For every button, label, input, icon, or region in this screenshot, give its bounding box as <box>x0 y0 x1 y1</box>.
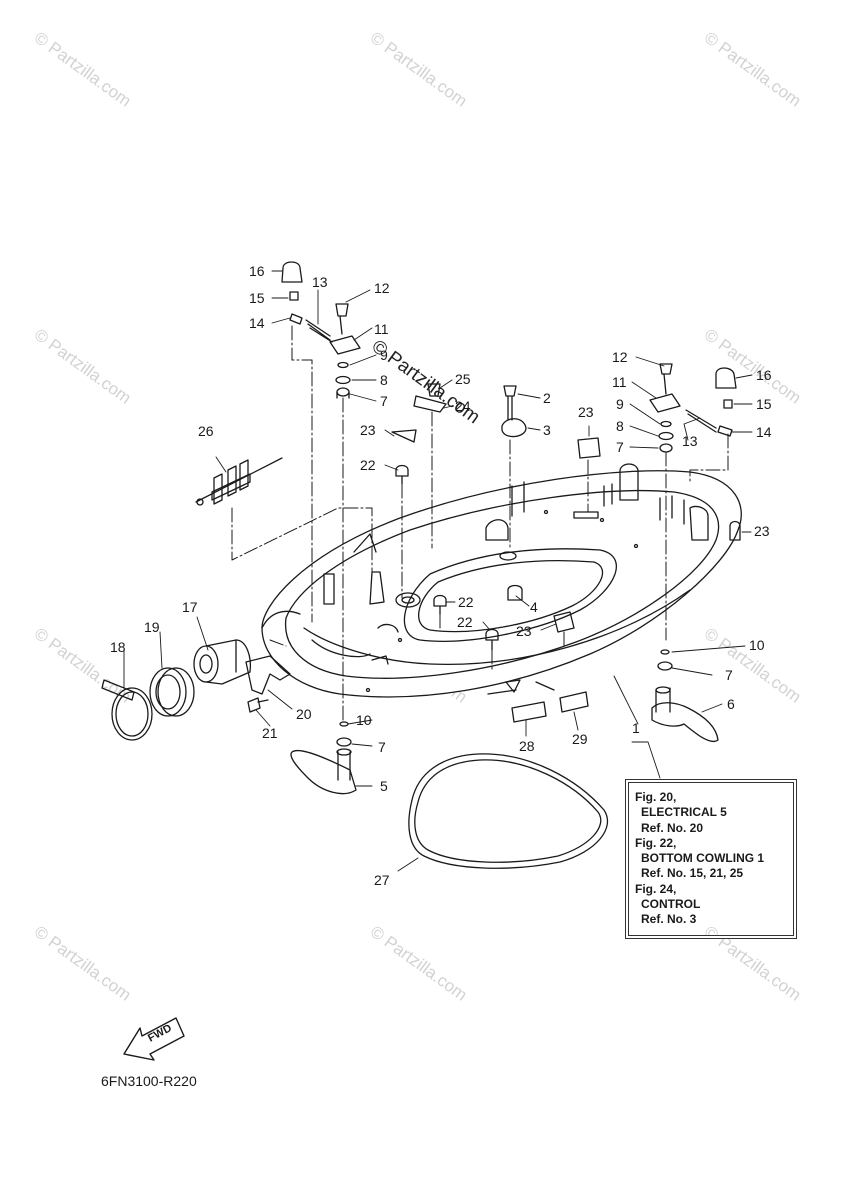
callout-22: 22 <box>360 457 376 473</box>
grommet-assembly-17 <box>193 639 252 685</box>
hose-band-18 <box>101 679 153 741</box>
callout-14: 14 <box>249 315 265 331</box>
grommet-4 <box>507 584 523 601</box>
ref-fig-20: Fig. 20, <box>635 790 677 804</box>
cowling-lever-6 <box>651 649 719 743</box>
ref-no-15-21-25: Ref. No. 15, 21, 25 <box>641 866 744 881</box>
callout-7: 7 <box>616 439 624 455</box>
ref-electrical-5: ELECTRICAL 5 <box>641 805 727 820</box>
callout-23: 23 <box>516 623 532 639</box>
cross-reference-box: Fig. 20, ELECTRICAL 5 Ref. No. 20 Fig. 2… <box>628 782 794 936</box>
callout-17: 17 <box>182 599 198 615</box>
bottom-cowling <box>261 463 742 698</box>
callout-24: 24 <box>455 398 471 414</box>
callout-23: 23 <box>360 422 376 438</box>
ref-no-20: Ref. No. 20 <box>641 820 704 835</box>
callout-3: 3 <box>543 422 551 438</box>
callout-leaders <box>123 270 753 872</box>
callout-13: 13 <box>312 274 328 290</box>
callout-16: 16 <box>756 367 772 383</box>
callout-7: 7 <box>378 739 386 755</box>
drawing-code: 6FN3100-R220 <box>101 1073 197 1089</box>
assembly-guide-lines <box>231 325 729 721</box>
callout-12: 12 <box>374 280 390 296</box>
callout-25: 25 <box>455 371 471 387</box>
ref-fig-22: Fig. 22, <box>635 835 677 850</box>
callout-20: 20 <box>296 706 312 722</box>
callout-10: 10 <box>356 712 372 728</box>
callout-8: 8 <box>380 372 388 388</box>
callout-11: 11 <box>374 321 389 337</box>
callout-16: 16 <box>249 263 265 279</box>
callout-23: 23 <box>578 404 594 420</box>
callout-8: 8 <box>616 418 624 434</box>
callout-6: 6 <box>727 696 735 712</box>
callout-18: 18 <box>110 639 126 655</box>
plate-29 <box>559 691 589 713</box>
callout-1: 1 <box>632 720 640 736</box>
callout-7: 7 <box>725 667 733 683</box>
callout-10: 10 <box>749 637 765 653</box>
bolt-2 <box>503 385 517 421</box>
callout-12: 12 <box>612 349 628 365</box>
ref-bottom-cowling-1: BOTTOM COWLING 1 <box>641 851 765 866</box>
callout-4: 4 <box>530 599 538 615</box>
clamp-19 <box>149 667 195 717</box>
screw-22 <box>395 464 409 485</box>
callout-23: 23 <box>754 523 770 539</box>
callout-29: 29 <box>572 731 588 747</box>
callout-11: 11 <box>612 374 627 390</box>
callout-28: 28 <box>519 738 535 754</box>
pad-23 <box>577 437 601 459</box>
warning-label-mark <box>505 679 521 693</box>
callout-22: 22 <box>457 614 473 630</box>
callout-9: 9 <box>616 396 624 412</box>
callout-5: 5 <box>380 778 388 794</box>
callout-2: 2 <box>543 390 551 406</box>
callout-19: 19 <box>144 619 160 635</box>
callout-14: 14 <box>756 424 772 440</box>
pad-23 <box>553 611 575 633</box>
callout-22: 22 <box>458 594 474 610</box>
upper-left-hardware <box>281 261 361 399</box>
damper-3 <box>501 418 527 438</box>
fwd-arrow-icon <box>123 1017 185 1061</box>
callout-9: 9 <box>380 347 388 363</box>
screw-22 <box>485 628 499 651</box>
callout-15: 15 <box>756 396 772 412</box>
cowling-hook-5 <box>290 721 357 795</box>
screw-22 <box>433 594 447 615</box>
callout-27: 27 <box>374 872 390 888</box>
callout-13: 13 <box>682 433 698 449</box>
upper-right-hardware <box>649 363 737 453</box>
plate-28 <box>511 701 547 723</box>
ref-no-3: Ref. No. 3 <box>641 912 697 927</box>
cushion-24 <box>413 395 447 413</box>
ref-fig-24: Fig. 24, <box>635 881 677 896</box>
ref-control: CONTROL <box>641 897 701 912</box>
pad-23 <box>729 520 741 541</box>
bracket-20 <box>245 655 291 695</box>
callout-15: 15 <box>249 290 265 306</box>
seal-27 <box>408 753 609 869</box>
bolt-21 <box>247 697 269 713</box>
pad-23 <box>391 429 417 443</box>
callout-26: 26 <box>198 423 214 439</box>
callout-21: 21 <box>262 725 278 741</box>
screw-25 <box>427 383 441 397</box>
cable-holder-26 <box>195 457 283 506</box>
callout-7: 7 <box>380 393 388 409</box>
